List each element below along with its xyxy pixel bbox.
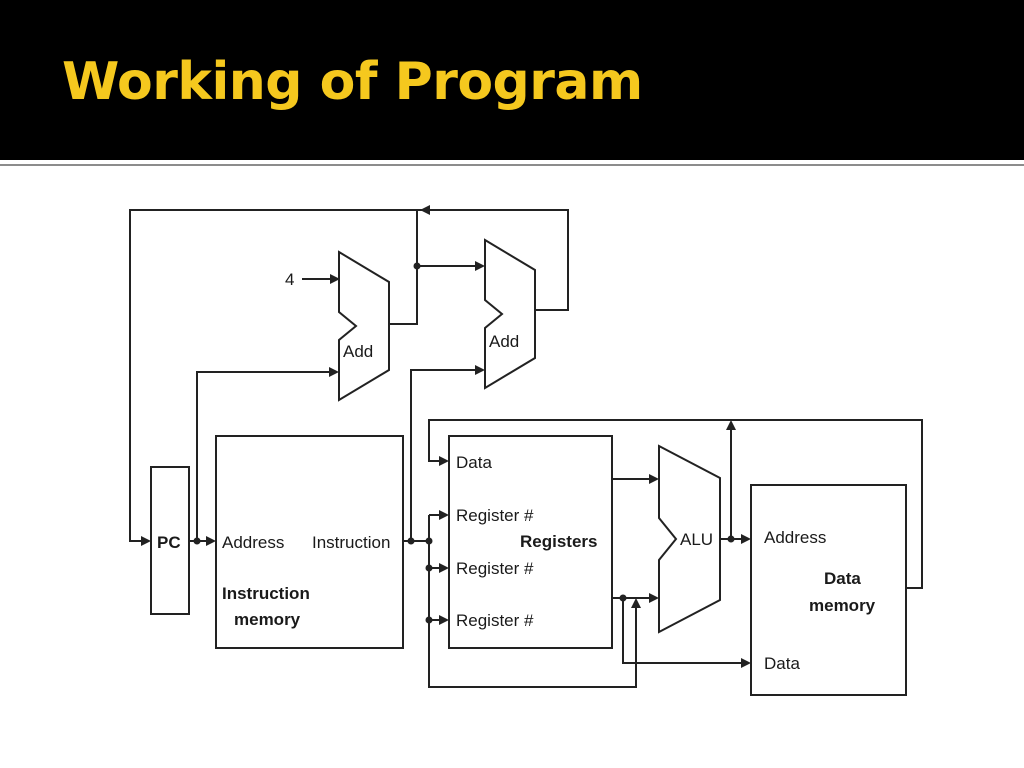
constant-four-label: 4 xyxy=(285,270,294,289)
title-divider xyxy=(0,164,1024,166)
registers-register-port-1: Register # xyxy=(456,506,534,525)
registers-register-port-2: Register # xyxy=(456,559,534,578)
registers-data-port: Data xyxy=(456,453,492,472)
instruction-memory-address-port: Address xyxy=(222,533,284,552)
adder-2-shape xyxy=(484,238,536,390)
data-memory-address-port: Address xyxy=(764,528,826,547)
registers-block xyxy=(448,435,613,649)
datapath-wires xyxy=(129,209,923,688)
registers-name: Registers xyxy=(520,532,597,551)
data-memory-data-port: Data xyxy=(764,654,800,673)
junction-dots xyxy=(193,262,735,624)
alu-label: ALU xyxy=(680,530,713,549)
instruction-memory-instruction-port: Instruction xyxy=(312,533,390,552)
adder-2-label: Add xyxy=(489,332,519,351)
alu-shape xyxy=(658,444,721,634)
registers-register-port-3: Register # xyxy=(456,611,534,630)
adder-1-shape xyxy=(338,250,390,402)
adder-1-label: Add xyxy=(343,342,373,361)
data-memory-block xyxy=(750,484,907,696)
arrowheads xyxy=(141,205,751,668)
title-bar xyxy=(0,0,1024,160)
slide-title: Working of Program xyxy=(62,52,643,112)
data-memory-name-line2: memory xyxy=(809,596,876,615)
pc-label: PC xyxy=(157,533,181,552)
instruction-memory-name-line2: memory xyxy=(234,610,301,629)
data-memory-name-line1: Data xyxy=(824,569,861,588)
instruction-memory-block xyxy=(215,435,404,649)
instruction-memory-name-line1: Instruction xyxy=(222,584,310,603)
